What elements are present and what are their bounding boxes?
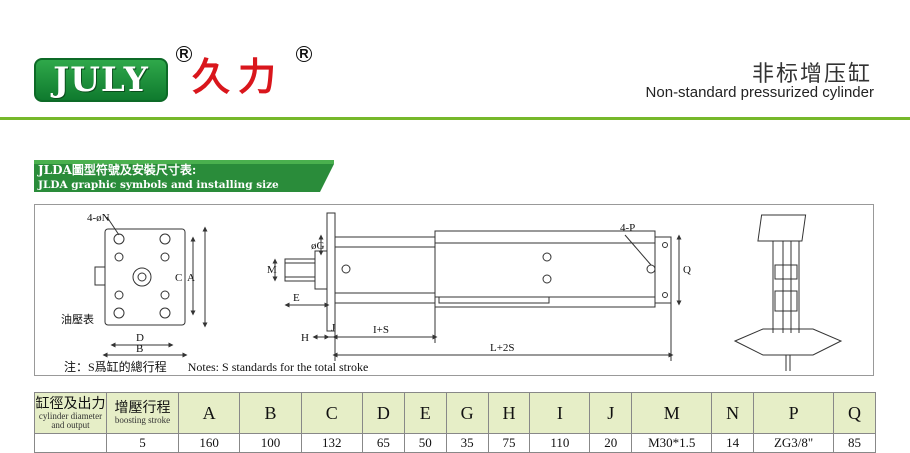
header-boosting-stroke: 增壓行程 boosting stroke (106, 392, 179, 434)
dimension-drawing: 4-øN 油壓表 D B C A 4-P øG M E H J I+S L+2S… (34, 204, 874, 376)
label-i-s: I+S (373, 324, 389, 336)
label-a: A (187, 272, 195, 284)
brand-name-cn: 久力 (192, 55, 285, 99)
header-c: C (300, 392, 363, 434)
header-i: I (529, 392, 591, 434)
stroke-note: 注：S爲缸的總行程 Notes: S standards for the tot… (64, 358, 386, 375)
cell: 110 (529, 433, 591, 453)
table-row: 5 160 100 132 65 50 35 75 110 20 M30*1.5… (34, 433, 876, 453)
july-logo: JULY (34, 58, 168, 102)
label-l-2s: L+2S (490, 342, 515, 354)
label-m: M (267, 264, 277, 276)
header-n: N (711, 392, 755, 434)
note-en: Notes: S standards for the total stroke (187, 360, 369, 374)
header-a: A (177, 392, 241, 434)
cell: 85 (833, 433, 876, 453)
label-q: Q (683, 264, 691, 276)
label-e: E (293, 292, 300, 304)
registered-mark-2: R (296, 46, 312, 62)
page-title-en: Non-standard pressurized cylinder (645, 84, 874, 101)
label-h: H (301, 332, 309, 344)
technical-drawing: 4-øN 油壓表 D B C A 4-P øG M E H J I+S L+2S… (61, 212, 843, 371)
label-b: B (136, 343, 143, 355)
label-g: øG (311, 240, 325, 252)
header-p: P (753, 392, 835, 434)
cell: M30*1.5 (631, 433, 713, 453)
section-title-cn: JLDA圖型符號及安裝尺寸表: (37, 162, 196, 177)
label-c: C (175, 272, 182, 284)
header-divider (0, 117, 910, 120)
dimension-table: 缸徑及出力 cylinder diameter and output 增壓行程 … (34, 392, 876, 453)
label-n-holes: 4-øN (87, 212, 110, 224)
label-p-ports: 4-P (620, 222, 635, 234)
label-d: D (136, 332, 144, 344)
header-q: Q (833, 392, 876, 434)
header-d: D (361, 392, 405, 434)
header-b: B (239, 392, 302, 434)
section-banner: JLDA圖型符號及安裝尺寸表: JLDA graphic symbols and… (34, 160, 334, 192)
header-h: H (487, 392, 531, 434)
header-cylinder-diameter: 缸徑及出力 cylinder diameter and output (34, 392, 107, 434)
header-m: M (631, 392, 713, 434)
label-oil-gauge: 油壓表 (61, 312, 94, 326)
label-j: J (331, 322, 336, 334)
header-j: J (589, 392, 633, 434)
note-cn: 注：S爲缸的總行程 (64, 360, 167, 374)
registered-mark: R (176, 46, 192, 62)
cell: 132 (300, 433, 363, 453)
header-g: G (445, 392, 489, 434)
cell: ZG3/8" (753, 433, 835, 453)
page-title-cn: 非标增压缸 (751, 62, 872, 87)
logo-text: JULY (53, 60, 149, 100)
cell: 14 (711, 433, 755, 453)
section-title-en: JLDA graphic symbols and installing size (37, 179, 279, 191)
header-e: E (403, 392, 447, 434)
